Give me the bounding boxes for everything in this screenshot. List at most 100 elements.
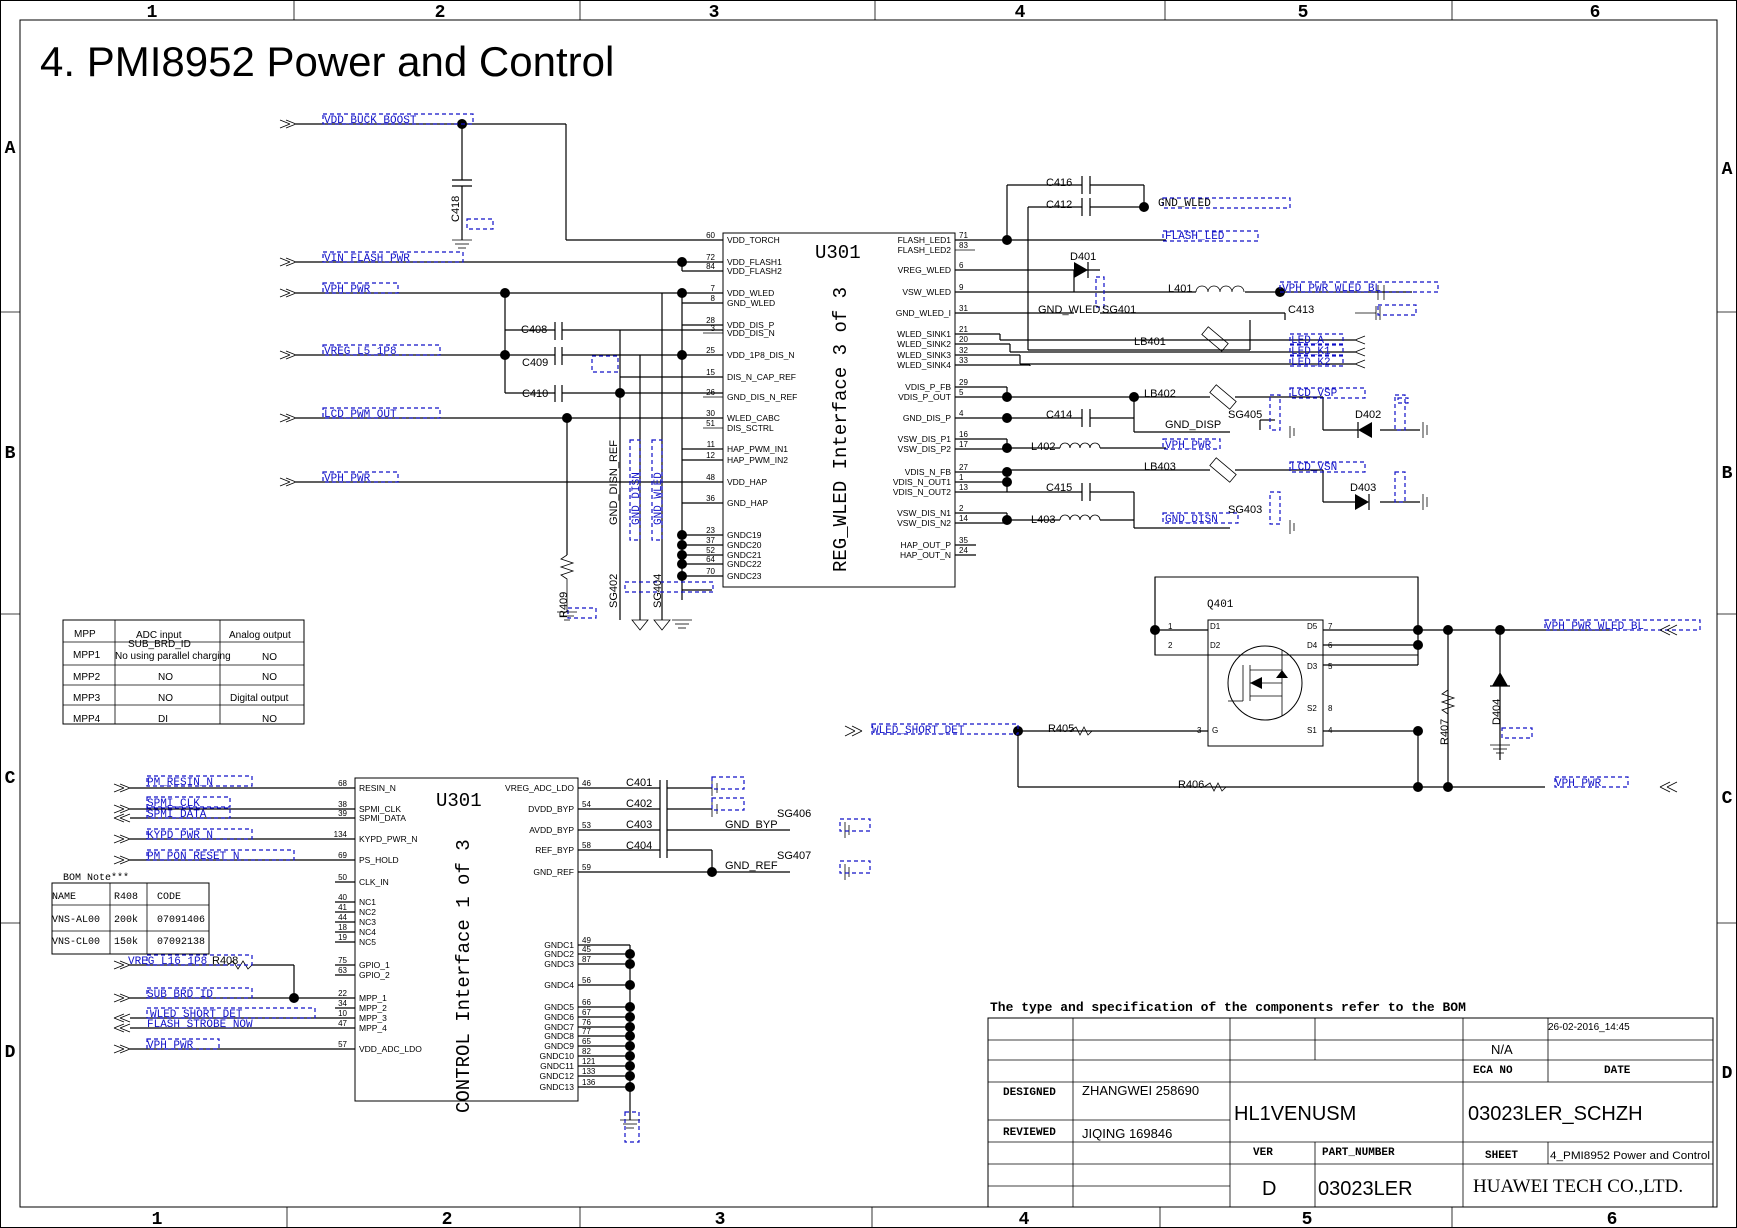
pin-name: DIS_SCTRL [727,423,774,433]
table-header: R408 [114,892,138,903]
col-label: 2 [435,3,446,23]
pin-name: GNDC11 [540,1061,574,1071]
pin-number: 1 [959,473,964,482]
pin-name: SPMI_DATA [359,813,406,823]
pin-number: 7 [711,284,716,293]
pin-number: 18 [338,923,347,932]
pin-number: 66 [582,998,591,1007]
svg-text:5: 5 [1328,662,1333,671]
net-label: GND_WLED [1158,198,1211,210]
pin-number: 133 [582,1067,596,1076]
net-label: SUB_BRD_ID [147,989,213,1001]
pin-name: VDD_HAP [727,477,767,487]
svg-text:D5: D5 [1307,622,1318,631]
bom-note: BOM Note*** NAME R408 CODE VNS-AL00 200k… [51,872,210,955]
pin-number: 22 [338,989,347,998]
table-cell: NO [262,714,277,725]
pin-number: 44 [338,913,347,922]
drawing-number: 03023LER_SCHZH [1468,1103,1643,1125]
table-cell: 07091406 [157,915,205,926]
pin-number: 50 [338,873,347,882]
pin-name: DIS_N_CAP_REF [727,372,796,382]
net-label: VREG_L16_1P8 [128,956,207,968]
pin-name: GNDC22 [727,559,762,569]
pin-name: VDD_DIS_N [727,328,775,338]
part-refdes: C409 [522,357,548,369]
pin-number: 23 [706,526,715,535]
u301-refdes: U301 [815,242,861,264]
row-label: D [5,1043,16,1063]
pin-number: 136 [582,1078,596,1087]
part-refdes: R405 [1048,723,1074,735]
part-refdes: C404 [626,840,652,852]
part-refdes: Q401 [1207,599,1234,611]
sheet-label: SHEET [1485,1150,1518,1162]
pin-name: GND_DIS_P [903,413,952,423]
table-cell: Digital output [230,693,289,704]
col-label: 5 [1302,1210,1313,1228]
table-cell: NO [158,672,173,683]
pin-name: PS_HOLD [359,855,399,865]
pin-number: 9 [959,283,964,292]
bom-note-title: BOM Note*** [63,872,129,884]
net-label: GND_DISN [631,472,643,525]
pin-name: GNDC19 [727,530,762,540]
part-refdes: C414 [1046,409,1072,421]
table-cell: 200k [114,914,138,926]
part-refdes: C408 [521,324,547,336]
svg-text:S1: S1 [1307,726,1317,735]
net-label: GND_DISP [1165,419,1221,431]
table-cell: VNS-CL00 [52,937,100,948]
pin-name: WLED_SINK3 [897,350,951,360]
part-refdes: D402 [1355,409,1381,421]
part-refdes: L402 [1031,441,1055,453]
pin-name: NC2 [359,907,376,917]
part-refdes: C418 [450,196,462,222]
pin-number: 40 [338,893,347,902]
col-label: 4 [1019,1210,1030,1228]
project-name: HL1VENUSM [1234,1103,1356,1125]
pin-number: 11 [707,440,716,449]
col-label: 4 [1015,3,1026,23]
pin-name: GNDC12 [540,1071,575,1081]
part-refdes: C402 [626,798,652,810]
pin-name: AVDD_BYP [529,825,574,835]
part-refdes: LB403 [1144,461,1176,473]
row-label: B [1722,464,1733,484]
table-header: CODE [157,892,181,903]
pin-number: 30 [706,409,715,418]
net-label: VPH_PWR [324,473,371,485]
pin-name: VDIS_N_OUT1 [893,477,951,487]
pin-number: 17 [959,440,968,449]
svg-text:D2: D2 [1210,641,1221,650]
pin-number: 46 [582,779,591,788]
pin-number: 38 [338,800,347,809]
net-label: VPH_PWR_WLED_BL [1545,621,1644,633]
net-label: LCD_VSP [1291,388,1338,400]
table-cell: NO [262,672,277,683]
part-refdes: LB401 [1134,336,1166,348]
table-header: MPP [74,629,96,640]
net-label: VPH_PWR_WLED_BL [1282,283,1381,295]
part-refdes: SG407 [777,850,811,862]
pin-number: 76 [582,1018,591,1027]
part-refdes: SG406 [777,808,811,820]
table-cell: NO [262,652,277,663]
u301-refdes: U301 [436,790,482,812]
pin-name: GNDC5 [544,1002,574,1012]
pin-number: 16 [959,430,968,439]
part-refdes: R408 [212,955,238,967]
pin-name: WLED_CABC [727,413,780,423]
svg-text:D3: D3 [1307,662,1318,671]
table-cell: SUB_BRD_ID [128,639,191,650]
page-title: 4. PMI8952 Power and Control [40,38,614,85]
pin-name: GNDC3 [544,959,574,969]
wled-output-network: C416 C412 D401 L401 C413 SG401 LB401 LB4… [955,176,1439,556]
reviewed-value: JIQING 169846 [1082,1126,1172,1141]
table-header: NAME [52,892,76,903]
part-refdes: R407 [1439,719,1451,745]
part-number-label: PART_NUMBER [1322,1147,1395,1159]
pin-name: GPIO_1 [359,960,390,970]
pin-number: 56 [582,976,591,985]
